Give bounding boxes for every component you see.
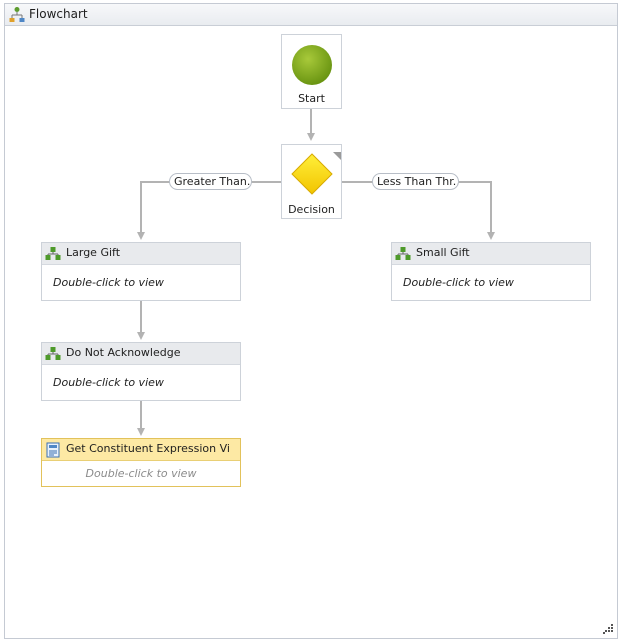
flowchart-designer[interactable]: Flowchart Start [4, 3, 618, 639]
activity-placeholder: Double-click to view [53, 276, 164, 289]
start-node[interactable]: Start [281, 34, 342, 109]
activity-title: Get Constituent Expression Vi [66, 442, 230, 455]
true-branch-label[interactable]: Greater Than... [169, 173, 252, 190]
activity-header: Do Not Acknowledge [42, 343, 240, 365]
sequence-icon [45, 347, 61, 360]
expression-icon [46, 442, 60, 458]
resize-grip-icon[interactable] [603, 624, 613, 634]
activity-title: Small Gift [416, 246, 470, 259]
start-circle-icon [292, 45, 332, 85]
designer-header: Flowchart [5, 4, 617, 26]
activity-placeholder: Double-click to view [403, 276, 514, 289]
activity-title: Large Gift [66, 246, 121, 259]
sequence-icon [395, 247, 411, 260]
activity-small-gift[interactable]: Small Gift Double-click to view [391, 242, 591, 301]
activity-large-gift[interactable]: Large Gift Double-click to view [41, 242, 241, 301]
activity-header: Large Gift [42, 243, 240, 265]
activity-do-not-acknowledge[interactable]: Do Not Acknowledge Double-click to view [41, 342, 241, 401]
start-label: Start [298, 92, 325, 105]
activity-placeholder: Double-click to view [85, 467, 197, 480]
activity-header: Small Gift [392, 243, 590, 265]
sequence-icon [45, 247, 61, 260]
activity-placeholder: Double-click to view [53, 376, 164, 389]
false-branch-label[interactable]: Less Than Thr... [372, 173, 459, 190]
connector-false-branch[interactable] [342, 181, 495, 240]
decision-diamond-icon [291, 152, 341, 195]
activity-header: Get Constituent Expression Vi [42, 439, 240, 461]
flowchart-icon [9, 7, 25, 22]
activity-get-constituent-expression[interactable]: Get Constituent Expression Vi Double-cli… [41, 438, 241, 487]
activity-title: Do Not Acknowledge [66, 346, 181, 359]
decision-label: Decision [288, 203, 335, 216]
designer-title: Flowchart [29, 7, 88, 21]
decision-node[interactable]: Decision [281, 144, 342, 219]
connector-true-branch[interactable] [137, 181, 281, 240]
